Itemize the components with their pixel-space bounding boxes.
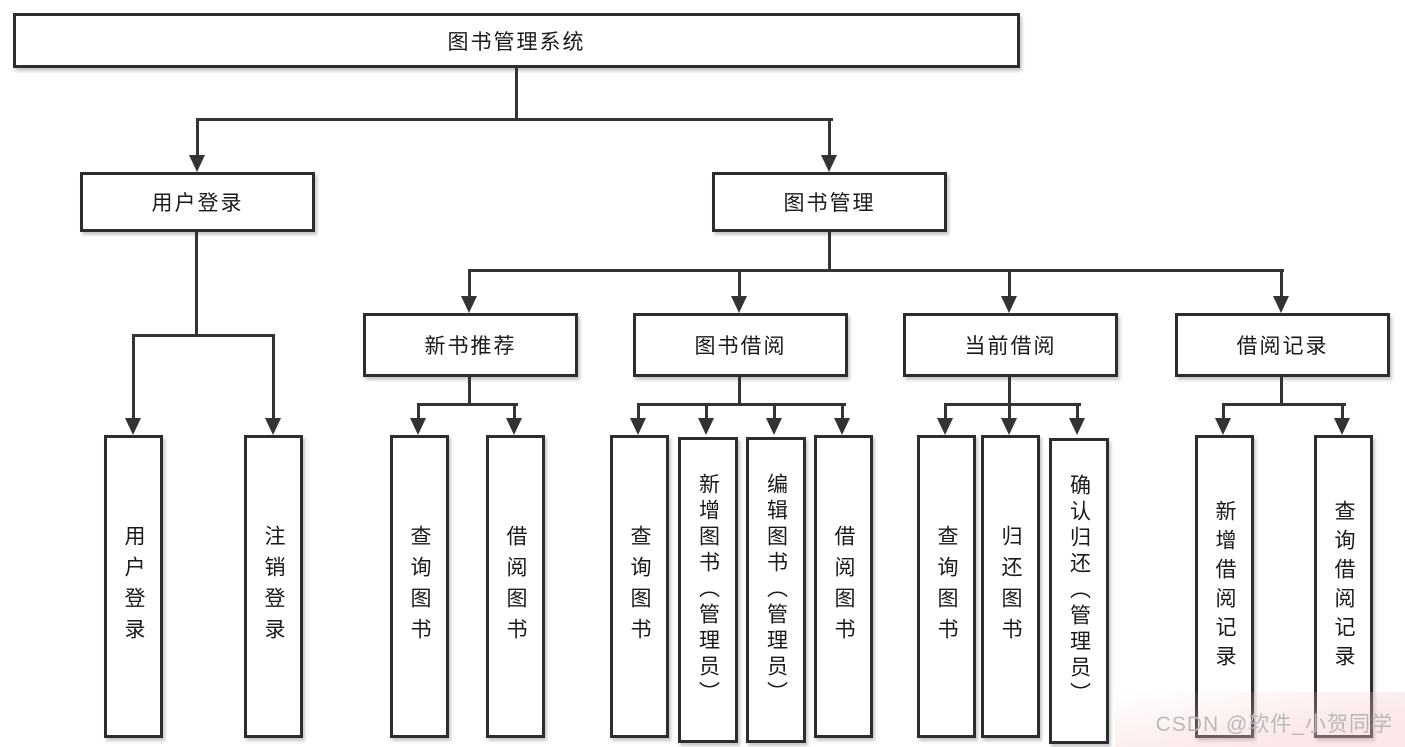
- leaf-add-borrow-record: 新增借阅记录: [1195, 435, 1254, 738]
- leaf-query-books-borrow: 查询图书: [610, 435, 669, 738]
- arrowhead-down-icon: [506, 418, 522, 435]
- arrowhead-down-icon: [1069, 418, 1085, 435]
- leaf-label: 用户登录: [122, 524, 145, 649]
- leaf-label: 归还图书: [999, 524, 1022, 649]
- arrowhead-down-icon: [731, 296, 747, 313]
- connector-line: [132, 334, 275, 337]
- connector-line: [132, 334, 135, 419]
- leaf-query-borrow-record: 查询借阅记录: [1314, 435, 1373, 738]
- arrowhead-down-icon: [1001, 296, 1017, 313]
- arrowhead-down-icon: [766, 418, 782, 435]
- leaf-label: 借阅图书: [504, 524, 527, 649]
- connector-line: [196, 118, 833, 121]
- arrowhead-down-icon: [1334, 418, 1350, 435]
- connector-line: [705, 403, 708, 419]
- node-new-book-recommend-label: 新书推荐: [424, 335, 517, 358]
- connector-line: [1076, 403, 1079, 419]
- leaf-label: 确认归还（管理员）: [1067, 474, 1091, 708]
- connector-line: [944, 403, 947, 419]
- connector-line: [1008, 377, 1011, 406]
- connector-line: [944, 403, 1081, 406]
- connector-line: [1008, 269, 1011, 297]
- leaf-label: 查询图书: [935, 524, 958, 649]
- leaf-label: 借阅图书: [832, 524, 855, 649]
- connector-line: [196, 118, 199, 156]
- node-current-borrow-label: 当前借阅: [964, 335, 1057, 358]
- leaf-query-books-recommend: 查询图书: [390, 435, 449, 738]
- connector-line: [513, 403, 516, 419]
- connector-line: [738, 269, 741, 297]
- leaf-label: 查询图书: [628, 524, 651, 649]
- arrowhead-down-icon: [1273, 296, 1289, 313]
- arrowhead-down-icon: [1001, 418, 1017, 435]
- arrowhead-down-icon: [1215, 418, 1231, 435]
- leaf-return-books: 归还图书: [981, 435, 1040, 738]
- node-user-login: 用户登录: [80, 172, 315, 232]
- connector-line: [195, 232, 198, 337]
- leaf-borrow-books: 借阅图书: [814, 435, 873, 738]
- watermark-text: CSDN @软件_小贺同学: [1155, 713, 1393, 736]
- node-book-management-label: 图书管理: [783, 192, 876, 215]
- connector-line: [1222, 403, 1346, 406]
- connector-line: [773, 403, 776, 419]
- arrowhead-down-icon: [461, 296, 477, 313]
- arrowhead-down-icon: [834, 418, 850, 435]
- node-borrow-records-label: 借阅记录: [1236, 335, 1329, 358]
- leaf-edit-books-admin: 编辑图书（管理员）: [746, 437, 806, 743]
- connector-line: [468, 377, 471, 406]
- leaf-label: 注销登录: [262, 524, 285, 649]
- connector-line: [828, 118, 831, 156]
- node-new-book-recommend: 新书推荐: [363, 313, 578, 377]
- leaf-label: 新增借阅记录: [1213, 499, 1236, 674]
- connector-line: [1222, 403, 1225, 419]
- leaf-add-books-admin: 新增图书（管理员）: [678, 437, 738, 743]
- node-book-management: 图书管理: [712, 172, 947, 232]
- leaf-borrow-books-recommend: 借阅图书: [486, 435, 545, 738]
- connector-line: [637, 403, 640, 419]
- leaf-user-login: 用户登录: [104, 435, 163, 738]
- node-book-borrow-label: 图书借阅: [694, 335, 787, 358]
- leaf-query-books-current: 查询图书: [917, 435, 976, 738]
- connector-line: [272, 334, 275, 419]
- arrowhead-down-icon: [630, 418, 646, 435]
- leaf-label: 查询图书: [408, 524, 431, 649]
- connector-line: [1280, 377, 1283, 406]
- connector-line: [828, 232, 831, 272]
- arrowhead-down-icon: [125, 418, 141, 435]
- arrowhead-down-icon: [189, 155, 205, 172]
- node-root-label: 图书管理系统: [447, 30, 586, 54]
- arrowhead-down-icon: [937, 418, 953, 435]
- arrowhead-down-icon: [265, 418, 281, 435]
- node-current-borrow: 当前借阅: [903, 313, 1118, 377]
- leaf-label: 新增图书（管理员）: [696, 473, 720, 707]
- connector-line: [468, 269, 471, 297]
- connector-line: [515, 68, 518, 121]
- leaf-label: 编辑图书（管理员）: [764, 473, 788, 707]
- connector-line: [1008, 403, 1011, 419]
- arrowhead-down-icon: [821, 155, 837, 172]
- connector-line: [1341, 403, 1344, 419]
- connector-line: [417, 403, 518, 406]
- leaf-confirm-return-admin: 确认归还（管理员）: [1049, 438, 1109, 744]
- node-borrow-records: 借阅记录: [1175, 313, 1390, 377]
- node-root: 图书管理系统: [13, 13, 1020, 68]
- arrowhead-down-icon: [698, 418, 714, 435]
- connector-line: [468, 269, 1284, 272]
- connector-line: [841, 403, 844, 419]
- connector-line: [417, 403, 420, 419]
- leaf-label: 查询借阅记录: [1332, 499, 1355, 674]
- node-user-login-label: 用户登录: [151, 192, 244, 215]
- arrowhead-down-icon: [410, 418, 426, 435]
- connector-line: [637, 403, 846, 406]
- connector-line: [1280, 269, 1283, 297]
- node-book-borrow: 图书借阅: [633, 313, 848, 377]
- connector-line: [738, 377, 741, 406]
- leaf-logout: 注销登录: [244, 435, 303, 738]
